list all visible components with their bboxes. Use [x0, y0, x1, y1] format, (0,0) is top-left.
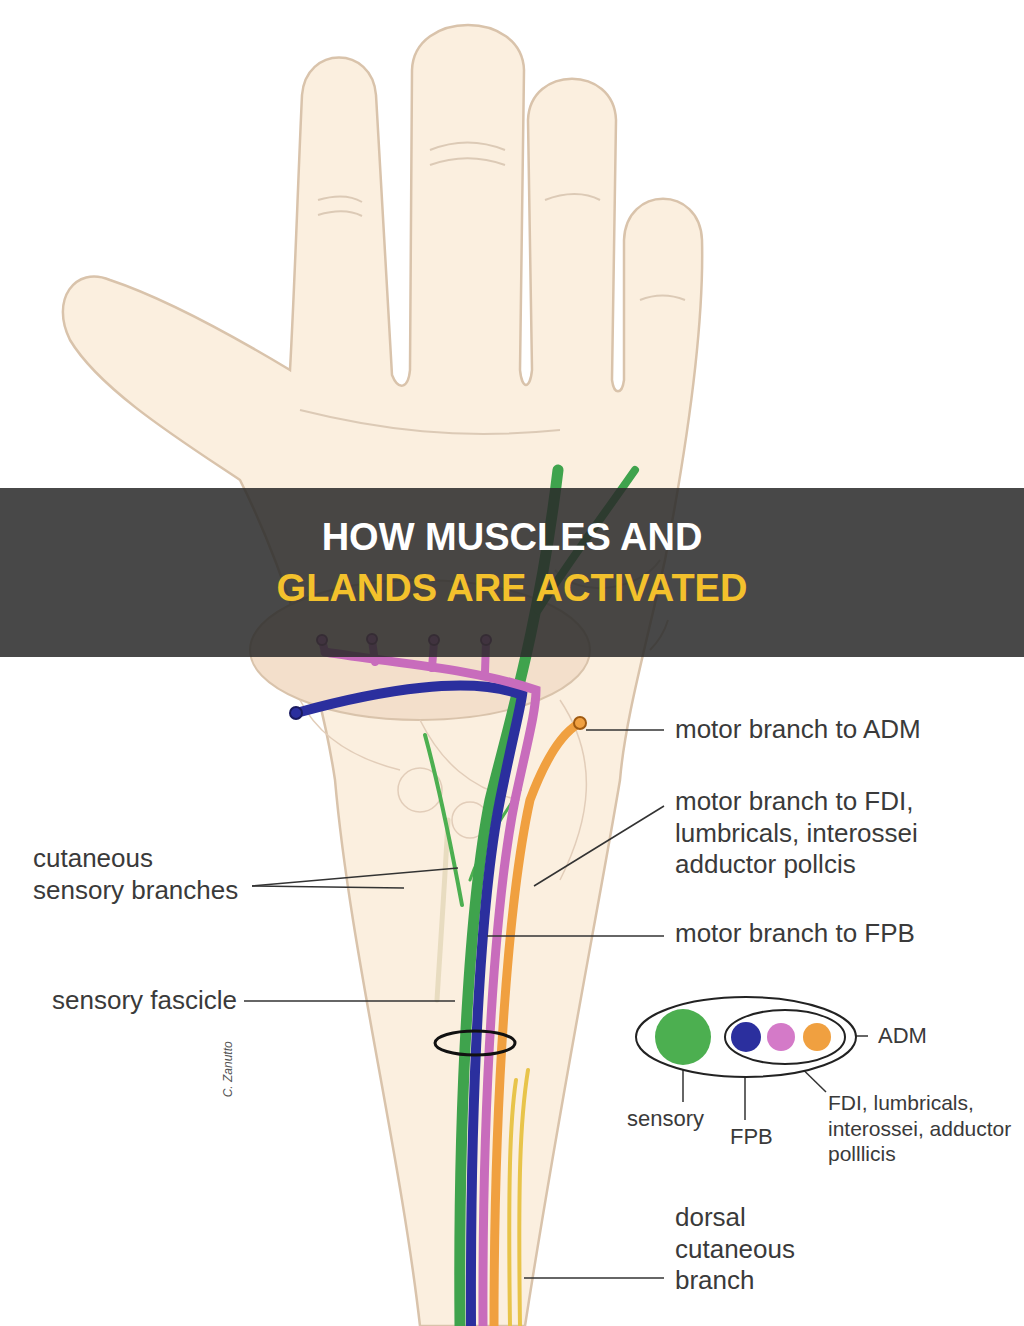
anatomy-label: ADM	[878, 1023, 927, 1050]
title-banner: HOW MUSCLES AND GLANDS ARE ACTIVATED	[0, 488, 1024, 657]
anatomy-label: motor branch to FDI, lumbricals, interos…	[675, 786, 925, 881]
artist-signature: C. Zanutto	[221, 1041, 236, 1097]
anatomy-label: FDI, lumbricals, interossei, adductor po…	[828, 1090, 1018, 1167]
anatomy-label: sensory fascicle	[52, 985, 237, 1017]
banner-title: HOW MUSCLES AND GLANDS ARE ACTIVATED	[255, 488, 769, 614]
anatomy-label: dorsal cutaneous branch	[675, 1202, 815, 1297]
anatomy-label: motor branch to ADM	[675, 714, 921, 746]
anatomy-label: cutaneous sensory branches	[33, 843, 248, 906]
anatomy-label: FPB	[730, 1124, 773, 1151]
anatomy-label: sensory	[627, 1106, 704, 1133]
anatomy-label: motor branch to FPB	[675, 918, 915, 950]
